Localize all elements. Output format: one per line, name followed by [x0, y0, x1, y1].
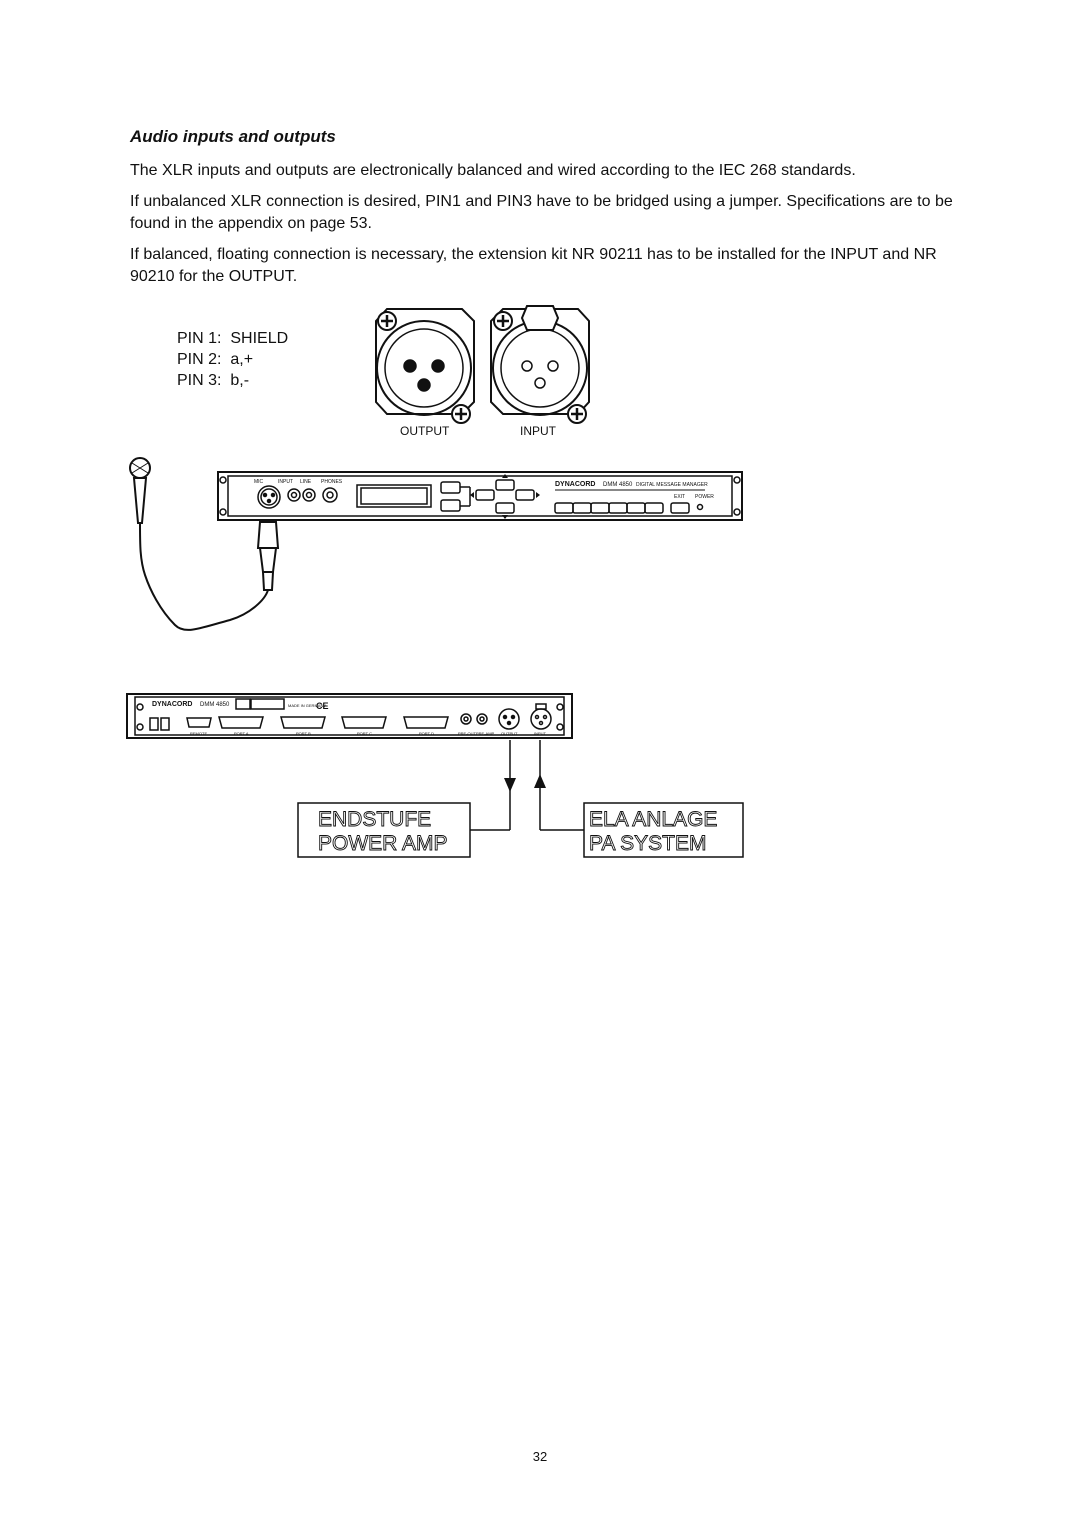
front-button — [440, 481, 461, 494]
power-amp-box: ENDSTUFE POWER AMP — [297, 802, 471, 858]
front-model: DMM 4850 — [603, 482, 633, 488]
power-amp-line2: POWER AMP — [318, 832, 448, 855]
port-d-label: PORT D — [419, 731, 434, 736]
phones-label: PHONES — [321, 479, 343, 485]
pin-assignment-list: PIN 1: SHIELD PIN 2: a,+ PIN 3: b,- — [177, 328, 288, 391]
arrow-up-icon — [534, 774, 546, 788]
port-b-label: PORT B — [296, 731, 311, 736]
screw-icon — [451, 404, 471, 424]
port-d — [403, 716, 449, 729]
port-a-label: PORT A — [234, 731, 249, 736]
power-amp-line1: ENDSTUFE — [318, 808, 431, 831]
rear-model: DMM 4850 — [200, 702, 230, 708]
pa-system-box: ELA ANLAGE PA SYSTEM — [583, 802, 744, 858]
remote-port-label: REMOTE — [190, 731, 207, 736]
rear-output-label: OUTPUT — [501, 731, 518, 736]
transport-button — [608, 502, 628, 514]
paragraph-balanced: If balanced, floating connection is nece… — [130, 246, 937, 285]
line-jack-1 — [287, 488, 301, 502]
exit-button — [670, 502, 690, 514]
line-jack-2 — [302, 488, 316, 502]
transport-button — [572, 502, 592, 514]
paragraph-unbalanced: If unbalanced XLR connection is desired,… — [130, 193, 953, 232]
xlr-plug-icon — [256, 521, 280, 591]
rear-panel: DYNACORD DMM 4850 MADE IN GERMANY CE REM… — [126, 693, 573, 739]
front-xlr-jack — [257, 485, 281, 509]
exit-label: EXIT — [674, 494, 685, 500]
pa-system-line1: ELA ANLAGE — [589, 808, 717, 831]
port-b — [280, 716, 326, 729]
transport-button — [644, 502, 664, 514]
power-label: POWER — [695, 494, 714, 500]
mic-label: MIC — [254, 479, 264, 485]
port-c — [341, 716, 387, 729]
lcd-display — [356, 484, 432, 508]
pre-out-jack — [460, 713, 472, 725]
rear-xlr-input — [530, 708, 552, 730]
pre-out-label: PRE-OUT — [458, 731, 477, 736]
section-heading: Audio inputs and outputs — [130, 127, 336, 146]
remote-port — [186, 717, 212, 728]
front-panel: MIC INPUT LINE PHONES DYNACORD DMM 4850 … — [217, 471, 743, 521]
input-connector-label: INPUT — [520, 424, 557, 438]
rear-input-label: INPUT — [534, 731, 547, 736]
port-a — [218, 716, 264, 729]
port-c-label: PORT C — [357, 731, 372, 736]
line-label: LINE — [300, 479, 312, 485]
page-number: 32 — [532, 1449, 548, 1464]
pre-amp-label: PRE-AMP — [476, 731, 495, 736]
ce-mark: CE — [316, 701, 329, 711]
rear-xlr-output — [498, 708, 520, 730]
pin-3-label: PIN 3: b,- — [177, 372, 250, 389]
screw-icon — [493, 311, 513, 331]
screw-icon — [567, 404, 587, 424]
xlr-input-connector: INPUT — [490, 305, 590, 438]
pre-amp-jack — [476, 713, 488, 725]
nav-up-button — [495, 479, 515, 491]
input-label: INPUT — [278, 479, 293, 485]
nav-down-button — [495, 502, 515, 514]
transport-button — [554, 502, 574, 514]
front-brand: DYNACORD — [555, 481, 595, 488]
nav-left-button — [475, 489, 495, 501]
xlr-output-connector: OUTPUT — [375, 308, 475, 438]
arrow-down-icon — [504, 778, 516, 792]
signal-lines — [470, 740, 584, 831]
nav-right-button — [515, 489, 535, 501]
phones-jack — [322, 487, 338, 503]
transport-button — [626, 502, 646, 514]
power-led — [696, 503, 704, 511]
front-button — [440, 499, 461, 512]
pa-system-line2: PA SYSTEM — [589, 832, 706, 855]
made-in-label: MADE IN GERMANY — [288, 703, 326, 708]
paragraph-iec: The XLR inputs and outputs are electroni… — [130, 162, 856, 179]
screw-icon — [377, 311, 397, 331]
microphone-icon — [129, 457, 269, 631]
transport-button — [590, 502, 610, 514]
rear-brand: DYNACORD — [152, 701, 192, 708]
output-connector-label: OUTPUT — [400, 424, 450, 438]
pin-2-label: PIN 2: a,+ — [177, 351, 254, 368]
pin-1-label: PIN 1: SHIELD — [177, 330, 289, 347]
front-subtitle: DIGITAL MESSAGE MANAGER — [636, 482, 708, 488]
